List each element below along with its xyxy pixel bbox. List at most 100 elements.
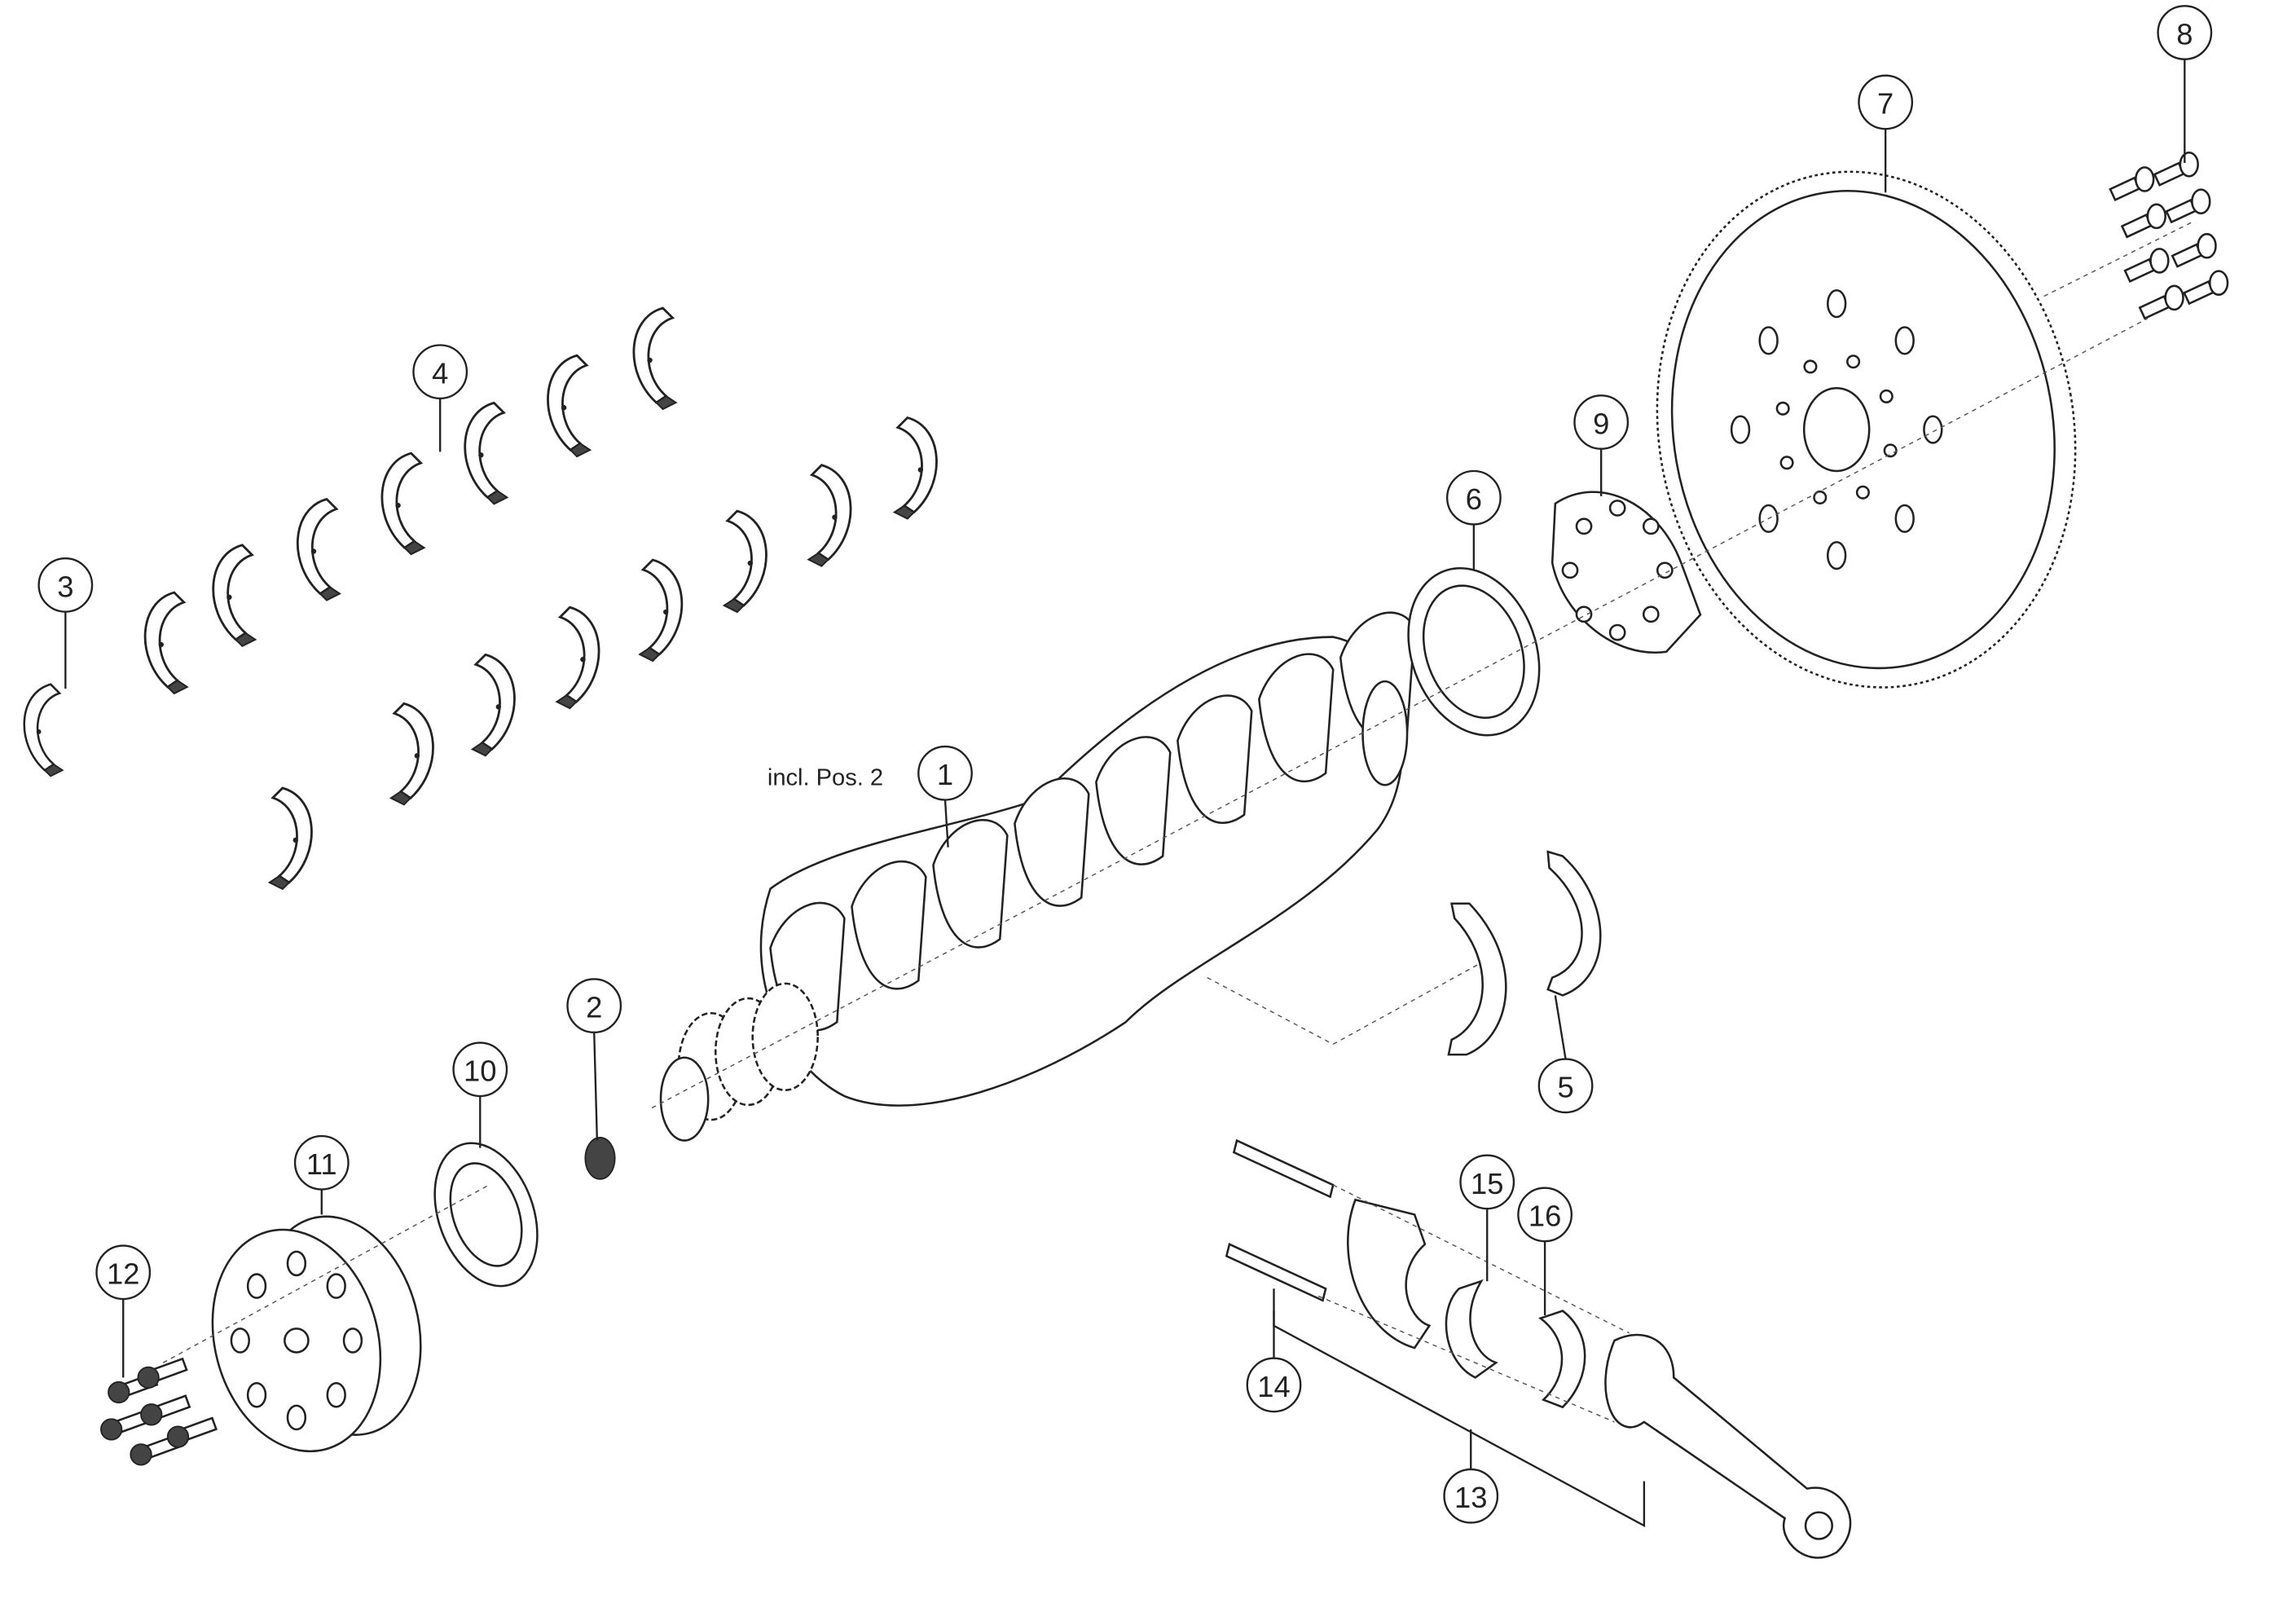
damper-bolt: [140, 1394, 191, 1426]
main-bearing-shell-3: [23, 683, 64, 777]
bolt-hole: [1608, 623, 1626, 641]
callout-circle: [566, 978, 622, 1034]
flywheel-bolt: [2165, 188, 2211, 224]
conrod-bolt: [1225, 1242, 1327, 1302]
main-bearing-shell-lower: [638, 558, 684, 663]
center-line: [1332, 1184, 1630, 1334]
callout-number: 14: [1257, 1370, 1290, 1403]
crank-web: [1095, 736, 1172, 865]
damper-hole: [246, 1273, 267, 1299]
callout-16: 16: [1517, 1187, 1573, 1243]
leader-line-5: [1554, 995, 1567, 1059]
bolt-hole: [1779, 456, 1794, 470]
note-incl-pos-2: incl. Pos. 2: [768, 764, 883, 790]
flywheel-hole: [1894, 504, 1915, 533]
main-bearing-shell-lower: [470, 653, 516, 757]
damper-hole: [326, 1273, 346, 1299]
callout-8: 8: [2157, 5, 2213, 60]
callout-circle: [917, 745, 973, 801]
center-line: [651, 318, 2149, 1109]
crank-web: [1177, 694, 1253, 824]
crankshaft-sprockets: [659, 982, 819, 1142]
main-bearing-shell-upper: [212, 544, 257, 648]
callout-5: 5: [1537, 1058, 1594, 1114]
crankshaft: [759, 611, 1416, 1107]
callout-circle: [95, 1244, 152, 1301]
flywheel-hole: [1730, 415, 1751, 444]
callout-number: 13: [1454, 1481, 1487, 1514]
callout-10: 10: [452, 1041, 508, 1098]
bolt-hole: [1561, 561, 1579, 579]
center-line: [2043, 221, 2193, 297]
connecting-rod: [1604, 1333, 1852, 1559]
callout-number: 10: [464, 1055, 496, 1088]
callout-number: 8: [2176, 17, 2193, 51]
crankshaft-flange: [1361, 680, 1409, 786]
main-bearing-shell-lower: [722, 509, 768, 614]
callout-number: 9: [1593, 407, 1609, 440]
leader-line-2: [593, 1032, 599, 1141]
small-end-bore: [1804, 1511, 1834, 1540]
center-line: [1332, 962, 1482, 1046]
callout-number: 3: [57, 570, 73, 603]
callout-number: 15: [1471, 1167, 1503, 1200]
crank-web: [851, 860, 927, 990]
callout-11: 11: [293, 1134, 350, 1191]
conrod-bearing-upper: [1445, 1279, 1498, 1379]
center-line: [1207, 976, 1334, 1046]
thrust-washer: [1447, 902, 1507, 1056]
main-bearing-shell-upper: [464, 401, 509, 505]
flywheel-bolt: [2153, 151, 2199, 187]
bolt-hole: [1575, 517, 1593, 535]
bolt-hole: [1883, 443, 1898, 458]
conrod-bolt: [1232, 1138, 1335, 1199]
main-bearing-shell-lower: [267, 786, 313, 891]
conrod-bearing-lower: [1537, 1310, 1586, 1409]
main-bearing-shell-lower: [389, 702, 434, 806]
leader-line-1: [943, 799, 949, 848]
callout-13: 13: [1443, 1468, 1499, 1524]
damper-hole: [326, 1381, 346, 1408]
flywheel-bolt: [2123, 248, 2170, 283]
flywheel-hole: [1894, 326, 1915, 355]
vibration-damper: [211, 1215, 422, 1453]
callout-circle: [293, 1134, 350, 1191]
bolt-hole: [1846, 354, 1861, 369]
flywheel-bolt: [2109, 166, 2155, 202]
callout-number: 11: [306, 1147, 337, 1181]
callout-12: 12: [95, 1244, 152, 1301]
main-bearing-shell-upper: [547, 354, 592, 458]
center-line: [1317, 1295, 1615, 1423]
conrod-cap: [1347, 1198, 1432, 1350]
flywheel-hole: [1758, 326, 1779, 355]
callout-number: 16: [1528, 1200, 1561, 1233]
reinforcement-plate: [1550, 491, 1702, 654]
damper-hole: [286, 1250, 307, 1277]
sprocket: [751, 982, 819, 1092]
callout-14: 14: [1246, 1357, 1302, 1413]
bolt-hole: [1656, 561, 1674, 579]
sealing-ring: [584, 1137, 616, 1180]
callout-circle: [1573, 394, 1630, 450]
leader-lines: [64, 59, 2193, 1528]
bolt-hole: [1855, 485, 1870, 500]
callout-6: 6: [1445, 469, 1502, 526]
bolt-hole: [1803, 359, 1818, 374]
callout-7: 7: [1858, 74, 1914, 130]
bolt-hole: [1575, 605, 1593, 623]
thrust-washer: [1546, 850, 1602, 997]
crankshaft-nose: [659, 1056, 710, 1142]
parts-drawing: [23, 151, 2229, 1559]
flywheel: [1656, 170, 2077, 689]
callout-4: 4: [412, 344, 468, 400]
flywheel-bolt: [2171, 232, 2217, 268]
flywheel-hole: [1923, 415, 1943, 444]
bolt-hole: [1813, 490, 1828, 504]
callout-3: 3: [37, 557, 94, 613]
bolt-hole: [1642, 605, 1660, 623]
callout-circle: [1443, 1468, 1499, 1524]
flywheel-hole: [1827, 540, 1847, 570]
callout-15: 15: [1459, 1154, 1515, 1210]
